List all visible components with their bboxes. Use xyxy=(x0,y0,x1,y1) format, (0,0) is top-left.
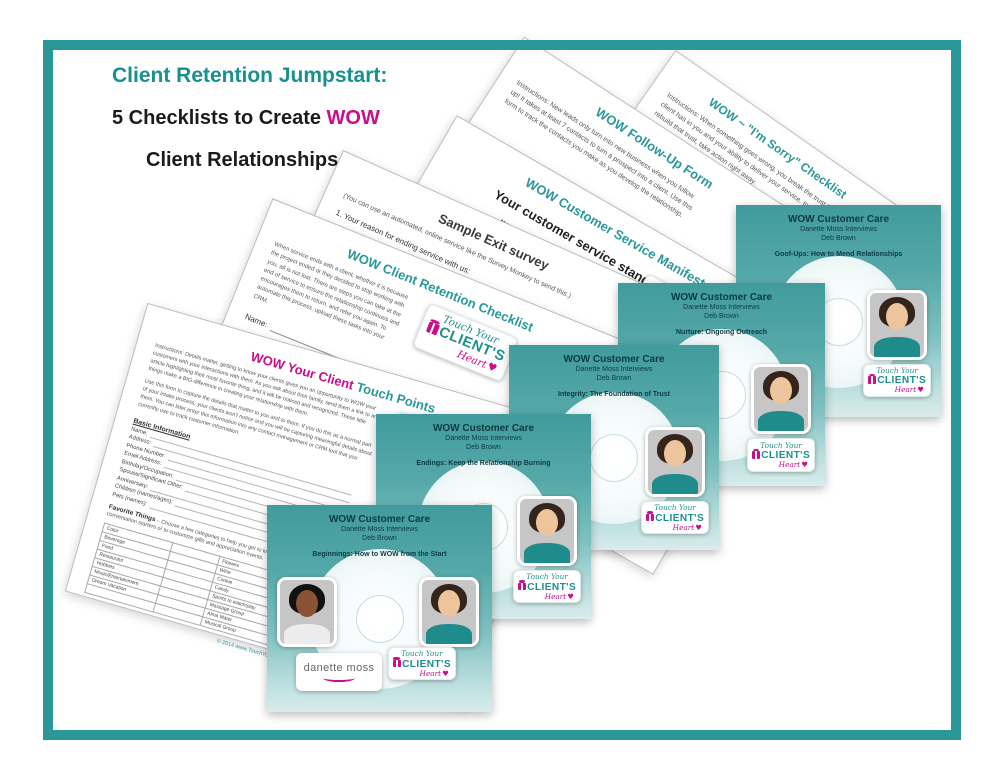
headline-line3: Client Relationships xyxy=(146,149,339,171)
cd-topic: Beginnings: How to WOW from the Start xyxy=(312,550,447,558)
photo-torso xyxy=(426,624,472,644)
photo-torso xyxy=(758,411,804,432)
heart-icon: ♥ xyxy=(442,668,449,678)
logo-heart-text: Heart♥ xyxy=(544,591,574,601)
cd-interviewer: Danette Moss Interviews xyxy=(341,526,418,533)
danette-logo-swirl xyxy=(323,674,355,682)
photo-face xyxy=(438,590,460,617)
headshot-deb-brown xyxy=(419,577,479,647)
danette-moss-logo-text: danette moss xyxy=(303,662,375,674)
cd-topic: Nurture: Ongoing Outreach xyxy=(676,328,767,336)
logo-heart-text: Heart♥ xyxy=(894,385,924,395)
logo-script-text: Touch Your xyxy=(654,503,696,513)
touch-your-clients-heart-logo: Touch Your CLIENT'S Heart♥ xyxy=(641,501,709,535)
gift-icon xyxy=(867,374,876,385)
gift-icon xyxy=(517,580,526,591)
headshot-deb-brown xyxy=(645,427,705,497)
logo-script-text: Touch Your xyxy=(876,366,918,376)
logo-script-text: Touch Your xyxy=(401,649,443,659)
cd-hub xyxy=(355,594,404,643)
logo-script-text: Touch Your xyxy=(526,572,568,582)
headshot-deb-brown xyxy=(517,496,577,566)
logo-clients-text: CLIENT'S xyxy=(402,658,452,670)
cd-title: WOW Customer Care xyxy=(432,423,535,434)
photo-face xyxy=(296,590,318,617)
wow-highlight: WOW xyxy=(326,107,380,129)
headline-line2-text: 5 Checklists to Create xyxy=(112,107,327,129)
heart-icon: ♥ xyxy=(567,591,574,601)
headline-block: Client Retention Jumpstart: 5 Checklists… xyxy=(112,64,387,172)
headshot-deb-brown xyxy=(751,364,811,435)
cd-title: WOW Customer Care xyxy=(328,514,431,525)
headshot-danette-moss xyxy=(277,577,337,647)
heart-icon: ♥ xyxy=(801,459,808,469)
touch-your-clients-heart-logo: Touch Your CLIENT'S Heart♥ xyxy=(747,438,815,472)
danette-moss-logo: danette moss xyxy=(296,653,382,691)
logo-script-text: Touch Your xyxy=(760,440,802,450)
photo-face xyxy=(664,440,686,467)
cd-hub xyxy=(590,433,638,482)
cd-title: WOW Customer Care xyxy=(787,214,890,225)
headline-line1: Client Retention Jumpstart: xyxy=(112,64,388,87)
cd-topic: Endings: Keep the Relationship Burning xyxy=(416,459,551,467)
cd-guest: Deb Brown xyxy=(466,444,501,452)
gift-icon xyxy=(751,448,760,459)
cd-guest: Deb Brown xyxy=(704,313,739,321)
cd-interviewer: Danette Moss Interviews xyxy=(575,366,653,373)
touch-your-clients-heart-logo: Touch Your CLIENT'S Heart♥ xyxy=(388,647,456,681)
logo-heart-text: Heart♥ xyxy=(778,459,808,469)
heart-icon: ♥ xyxy=(917,385,924,395)
logo-heart-text: Heart♥ xyxy=(419,668,449,678)
logo-clients-text: CLIENT'S xyxy=(527,581,577,593)
cd-guest: Deb Brown xyxy=(596,375,632,383)
touch-your-clients-heart-logo: Touch Your CLIENT'S Heart♥ xyxy=(513,570,581,604)
photo-face xyxy=(770,377,792,405)
cd-title: WOW Customer Care xyxy=(563,354,665,365)
logo-clients-text: CLIENT'S xyxy=(877,375,927,387)
photo-torso xyxy=(524,543,570,563)
photo-torso xyxy=(284,624,330,644)
logo-clients-text: CLIENT'S xyxy=(761,449,811,461)
touch-your-clients-heart-logo: Touch Your CLIENT'S Heart♥ xyxy=(863,363,931,398)
cd-guest: Deb Brown xyxy=(362,535,397,543)
gift-icon xyxy=(392,657,401,668)
photo-face xyxy=(536,509,558,536)
logo-heart-text: Heart♥ xyxy=(672,522,702,532)
cd-cover-beginnings: WOW Customer Care Danette Moss Interview… xyxy=(267,505,492,712)
photo-face xyxy=(886,302,908,330)
cd-topic: Integrity: The Foundation of Trust xyxy=(558,390,670,398)
heart-icon: ♥ xyxy=(695,522,702,532)
heart-icon: ♥ xyxy=(485,360,499,376)
headshot-deb-brown xyxy=(867,289,927,360)
cd-topic: Goof-Ups: How to Mend Relationships xyxy=(774,250,903,258)
cd-interviewer: Danette Moss Interviews xyxy=(445,435,522,442)
cd-interviewer: Danette Moss Interviews xyxy=(683,304,760,311)
cd-title: WOW Customer Care xyxy=(670,292,773,303)
cd-interviewer: Danette Moss Interviews xyxy=(800,226,877,233)
headline-line2: 5 Checklists to Create WOW xyxy=(112,107,387,130)
cd-guest: Deb Brown xyxy=(821,235,856,243)
logo-clients-text: CLIENT'S xyxy=(655,512,705,524)
photo-torso xyxy=(652,474,698,494)
photo-torso xyxy=(874,336,920,357)
gift-icon xyxy=(645,511,654,522)
